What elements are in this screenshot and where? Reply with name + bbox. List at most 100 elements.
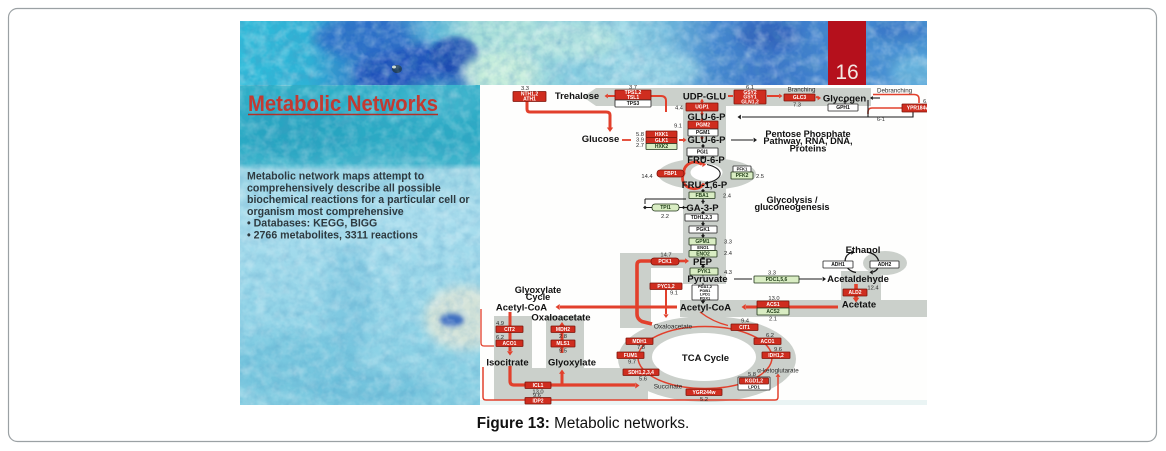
svg-text:2.5: 2.5 (756, 174, 764, 180)
svg-text:LPD1: LPD1 (700, 292, 711, 297)
svg-text:PFK1: PFK1 (737, 166, 748, 171)
svg-text:LPD1: LPD1 (748, 385, 760, 390)
svg-text:HXK2: HXK2 (655, 144, 669, 150)
svg-text:Oxaloacetate: Oxaloacetate (654, 324, 693, 331)
svg-text:GPM1: GPM1 (695, 239, 709, 245)
svg-text:PCK1: PCK1 (658, 259, 672, 265)
svg-text:GSY2: GSY2 (743, 90, 757, 96)
svg-text:14.7: 14.7 (660, 253, 671, 259)
svg-text:Acetate: Acetate (842, 300, 876, 311)
svg-text:ACS1: ACS1 (766, 302, 780, 308)
svg-text:Acetyl-CoA: Acetyl-CoA (680, 303, 731, 314)
svg-text:13.0: 13.0 (768, 296, 779, 302)
svg-text:5.2: 5.2 (700, 397, 708, 403)
svg-text:Metabolic Networks: Metabolic Networks (248, 91, 438, 116)
svg-text:Isocitrate: Isocitrate (486, 358, 528, 369)
svg-text:7.8: 7.8 (637, 345, 645, 351)
svg-text:gluconeogenesis: gluconeogenesis (754, 202, 829, 212)
svg-text:YGR244w: YGR244w (692, 390, 715, 396)
svg-text:ALD2: ALD2 (848, 290, 861, 296)
svg-text:FRU-6-P: FRU-6-P (687, 155, 725, 166)
svg-text:GLU-6-P: GLU-6-P (688, 135, 727, 146)
svg-text:Glyoxylate: Glyoxylate (548, 358, 596, 369)
svg-text:PGM2: PGM2 (696, 123, 710, 129)
svg-text:• Databases: KEGG, BIGG: • Databases: KEGG, BIGG (247, 218, 377, 230)
svg-text:9.1: 9.1 (674, 124, 682, 130)
svg-text:PDA1,2: PDA1,2 (698, 284, 713, 289)
svg-text:α-ketoglutarate: α-ketoglutarate (757, 368, 799, 375)
svg-text:Proteins: Proteins (790, 143, 827, 153)
svg-text:CIT2: CIT2 (504, 327, 515, 333)
svg-text:TPS1,2: TPS1,2 (625, 90, 642, 96)
svg-text:PDC1,5,6: PDC1,5,6 (766, 277, 788, 283)
svg-text:CIT1: CIT1 (739, 325, 750, 331)
svg-text:organism most comprehensive: organism most comprehensive (247, 206, 404, 218)
svg-text:3.9: 3.9 (636, 138, 644, 144)
svg-text:YPR184w: YPR184w (907, 106, 930, 112)
svg-text:Oxaloacetate: Oxaloacetate (531, 313, 590, 324)
svg-text:PDX1: PDX1 (700, 296, 711, 301)
svg-text:• 2766 metabolites, 3311 react: • 2766 metabolites, 3311 reactions (247, 230, 418, 242)
svg-text:6.1: 6.1 (923, 99, 931, 105)
svg-text:ENO2: ENO2 (696, 251, 710, 257)
svg-text:Pathway, RNA, DNA,: Pathway, RNA, DNA, (763, 136, 852, 146)
svg-text:2.1: 2.1 (769, 317, 777, 323)
svg-text:KGD1,2: KGD1,2 (745, 379, 763, 385)
svg-text:GLU-6-P: GLU-6-P (688, 112, 727, 123)
svg-text:PFK2: PFK2 (736, 173, 749, 179)
svg-text:ATH1: ATH1 (523, 97, 536, 103)
svg-text:14.4: 14.4 (641, 174, 653, 180)
svg-text:5.6: 5.6 (639, 377, 647, 383)
svg-text:Trehalose: Trehalose (555, 91, 599, 102)
svg-text:comprehensively describe all p: comprehensively describe all possible (247, 182, 441, 194)
svg-text:Figure 13: Metabolic networks.: Figure 13: Metabolic networks. (477, 415, 690, 432)
svg-text:NTH1,2: NTH1,2 (521, 92, 538, 98)
svg-text:GLC3: GLC3 (793, 95, 807, 101)
svg-text:2.8: 2.8 (559, 334, 567, 340)
svg-text:MDH2: MDH2 (556, 327, 570, 333)
svg-text:Ethanol: Ethanol (846, 245, 881, 256)
svg-text:Glyoxylate: Glyoxylate (515, 285, 561, 295)
svg-text:FBP1: FBP1 (664, 171, 677, 177)
svg-text:Branching: Branching (788, 87, 816, 94)
svg-text:ENO1: ENO1 (697, 245, 709, 250)
svg-text:ICL1: ICL1 (533, 383, 544, 389)
svg-text:ACO1: ACO1 (761, 339, 775, 345)
svg-text:12.4: 12.4 (867, 286, 879, 292)
svg-text:FBA1: FBA1 (695, 193, 708, 199)
svg-text:TPI1: TPI1 (660, 205, 671, 211)
svg-text:PGI1: PGI1 (697, 150, 709, 156)
svg-text:Pyruvate: Pyruvate (687, 274, 727, 285)
svg-text:HXK1: HXK1 (655, 132, 669, 138)
svg-text:Debranching: Debranching (877, 88, 913, 95)
svg-text:ADH1: ADH1 (831, 262, 845, 268)
svg-text:PEP: PEP (693, 257, 713, 268)
svg-text:9.4: 9.4 (741, 319, 750, 325)
svg-text:PYC1,2: PYC1,2 (657, 284, 674, 290)
svg-text:GSY1: GSY1 (743, 95, 757, 101)
svg-text:PYK1: PYK1 (697, 269, 710, 275)
svg-text:Pentose Phosphate: Pentose Phosphate (765, 129, 850, 139)
svg-text:UGP1: UGP1 (695, 105, 709, 111)
svg-text:PGK1: PGK1 (696, 227, 710, 233)
svg-text:9.5: 9.5 (559, 349, 567, 355)
svg-text:9.1: 9.1 (670, 291, 678, 297)
svg-text:PDB1: PDB1 (700, 288, 711, 293)
svg-text:4.3: 4.3 (724, 270, 732, 276)
svg-text:7.3: 7.3 (793, 103, 801, 109)
svg-text:UDP-GLU: UDP-GLU (683, 92, 726, 103)
svg-text:16: 16 (835, 61, 858, 84)
svg-text:2.4: 2.4 (724, 251, 733, 257)
svg-text:4.9: 4.9 (496, 321, 504, 327)
svg-text:TCA Cycle: TCA Cycle (682, 353, 729, 364)
svg-text:6.2: 6.2 (496, 335, 504, 341)
svg-text:Metabolic network maps attempt: Metabolic network maps attempt to (247, 171, 425, 183)
svg-text:GA-3-P: GA-3-P (686, 203, 719, 214)
svg-text:2.7: 2.7 (636, 143, 644, 149)
svg-text:4.4: 4.4 (675, 106, 684, 112)
svg-text:ADH2: ADH2 (878, 262, 892, 268)
svg-text:FRU-1,6-P: FRU-1,6-P (682, 180, 728, 191)
svg-text:GPH1: GPH1 (836, 105, 850, 111)
svg-text:Glucose: Glucose (582, 134, 620, 145)
svg-text:9.6: 9.6 (533, 393, 541, 399)
